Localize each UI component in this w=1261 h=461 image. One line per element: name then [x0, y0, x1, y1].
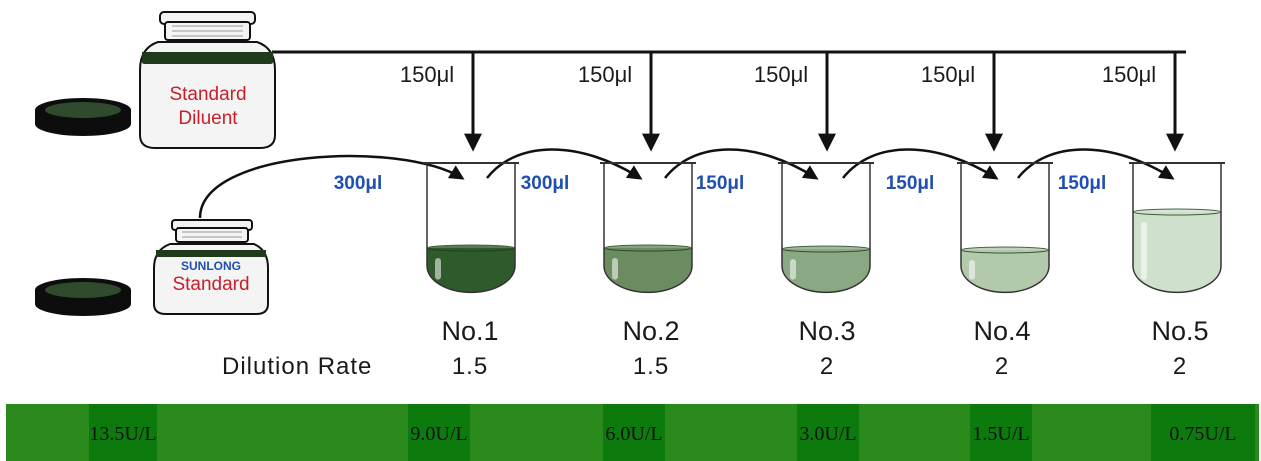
standard-bottle: SUNLONG Standard — [153, 219, 269, 315]
standard-bottle-label: Standard — [172, 274, 249, 295]
diluent-cap-lid — [35, 98, 131, 136]
diluent-bottle: Standard Diluent — [139, 11, 276, 149]
test-tube — [778, 162, 874, 294]
concentration-cell-bg — [1151, 404, 1255, 461]
concentration-value: 3.0U/L — [799, 423, 856, 445]
tube-outline — [426, 163, 516, 294]
concentration-cell-bg — [797, 404, 859, 461]
dilution-rate-value: 1.5 — [452, 353, 488, 380]
tube-highlight — [969, 260, 975, 280]
test-tubes — [423, 162, 1225, 294]
dilution-rate-value: 2 — [1173, 353, 1187, 380]
tube-number-label: No.2 — [622, 316, 679, 346]
concentration-cell: 3.0U/L — [797, 404, 859, 461]
tube-outline — [1132, 163, 1222, 294]
tube-highlight — [1141, 222, 1147, 280]
test-tube — [423, 162, 519, 294]
diluent-volume-label: 150μl — [400, 62, 454, 87]
transfer-arcs — [198, 148, 1175, 219]
transfer-volume-label: 300μl — [334, 173, 383, 194]
test-tube — [957, 162, 1053, 294]
dilution-rate-value: 1.5 — [633, 353, 669, 380]
tube-outline — [960, 163, 1050, 294]
standard-bottle-liquid — [156, 250, 266, 257]
concentration-cell-bg — [408, 404, 470, 461]
diluent-drop-arrows — [464, 52, 1184, 152]
concentration-cell: 9.0U/L — [408, 404, 470, 461]
concentration-value: 0.75U/L — [1169, 423, 1236, 445]
tube-number-label: No.1 — [441, 316, 498, 346]
tube-liquid-surface — [781, 245, 871, 253]
transfer-volume-label: 150μl — [886, 173, 935, 194]
dilution-rate-label: Dilution Rate — [222, 353, 372, 380]
tube-liquid — [427, 248, 515, 293]
tube-number-label: No.3 — [798, 316, 855, 346]
tube-liquid-surface — [1132, 208, 1222, 216]
diluent-volume-labels: 150μl 150μl 150μl 150μl 150μl — [400, 62, 1156, 87]
tube-outline — [781, 163, 871, 294]
test-tube — [600, 162, 696, 294]
tube-liquid — [604, 248, 692, 293]
concentration-cell: 1.5U/L — [970, 404, 1032, 461]
tube-number-label: No.4 — [973, 316, 1030, 346]
transfer-volume-labels: 300μl 300μl 150μl 150μl 150μl — [334, 173, 1107, 194]
concentration-value: 9.0U/L — [410, 423, 467, 445]
tube-labels: No.1 No.2 No.3 No.4 No.5 — [441, 316, 1208, 346]
concentration-cells: 13.5U/L 9.0U/L 6.0U/L 3.0U/L 1.5U/L 0.75U/L — [89, 404, 1255, 461]
diluent-bottle-line2: Diluent — [178, 108, 238, 129]
concentration-cell-bg — [970, 404, 1032, 461]
tube-liquid — [782, 249, 870, 293]
transfer-arc — [842, 148, 999, 180]
tube-number-label: No.5 — [1151, 316, 1208, 346]
transfer-arc — [486, 148, 643, 180]
dilution-rate-values: 1.5 1.5 2 2 2 — [452, 353, 1187, 380]
concentration-cell-bg — [603, 404, 665, 461]
transfer-volume-label: 300μl — [521, 173, 570, 194]
standard-cap-lid — [35, 278, 131, 316]
tube-liquid-surface — [603, 244, 693, 252]
dilution-rate-value: 2 — [820, 353, 834, 380]
diluent-volume-label: 150μl — [921, 62, 975, 87]
diluent-volume-label: 150μl — [754, 62, 808, 87]
concentration-cell: 6.0U/L — [603, 404, 665, 461]
concentration-cell: 13.5U/L — [89, 404, 157, 461]
concentration-value: 6.0U/L — [605, 423, 662, 445]
concentration-value: 13.5U/L — [89, 423, 156, 445]
diluent-volume-label: 150μl — [578, 62, 632, 87]
tube-outline — [603, 163, 693, 294]
concentration-cell: 0.75U/L — [1151, 404, 1255, 461]
transfer-arc — [198, 154, 465, 219]
dilution-rate-value: 2 — [995, 353, 1009, 380]
tube-liquid-surface — [426, 244, 516, 252]
tube-highlight — [612, 258, 618, 280]
transfer-arc — [1017, 148, 1175, 180]
concentration-value: 1.5U/L — [972, 423, 1029, 445]
transfer-arc — [664, 148, 819, 180]
transfer-volume-label: 150μl — [1058, 173, 1107, 194]
diluent-volume-label: 150μl — [1102, 62, 1156, 87]
standard-bottle-body — [153, 243, 269, 315]
tube-liquid — [961, 250, 1049, 293]
test-tube — [1129, 162, 1225, 294]
tube-highlight — [790, 259, 796, 280]
concentration-cell-bg — [89, 404, 157, 461]
tube-liquid — [1133, 212, 1221, 293]
standard-bottle-brand: SUNLONG — [181, 259, 241, 273]
tube-highlight — [435, 258, 441, 280]
transfer-volume-label: 150μl — [696, 173, 745, 194]
diluent-bottle-liquid — [142, 52, 273, 64]
tube-liquid-surface — [960, 246, 1050, 254]
diluent-bottle-line1: Standard — [169, 84, 246, 105]
